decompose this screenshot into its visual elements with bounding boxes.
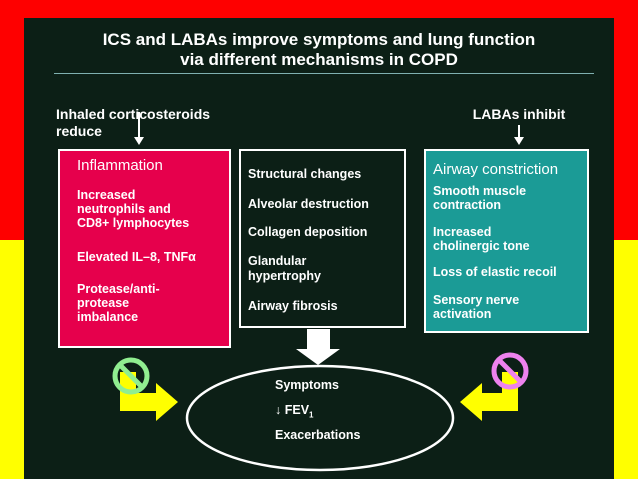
ics-header-line-1: Inhaled corticosteroids (56, 106, 211, 122)
item-line: cholinergic tone (433, 239, 530, 253)
airway-item-smooth-muscle: Smooth muscle contraction (433, 184, 526, 212)
fev-label: FEV (284, 403, 310, 417)
outcome-symptoms: Symptoms (275, 378, 339, 392)
item-line: Sensory nerve (433, 293, 520, 307)
labas-arrow-head (514, 137, 524, 145)
item-line: Smooth muscle (433, 184, 527, 198)
item-line: Protease/anti- (77, 282, 160, 296)
outcome-fev1: ↓ FEV1 (275, 403, 314, 423)
slide-title: ICS and LABAs improve symptoms and lung … (24, 30, 614, 70)
inflammation-item-cells: Increased neutrophils and CD8+ lymphocyt… (77, 188, 189, 230)
fev-subscript: 1 (309, 410, 314, 420)
item-line: imbalance (77, 310, 139, 324)
item-line: contraction (433, 198, 502, 212)
ics-arrow-head (134, 137, 144, 145)
airway-item-cholinergic: Increased cholinergic tone (433, 225, 530, 253)
item-line: hypertrophy (248, 269, 321, 283)
airway-item-sensory: Sensory nerve activation (433, 293, 519, 321)
structural-item-alveolar: Alveolar destruction (248, 197, 369, 212)
item-line: Elevated IL–8, TNFα (77, 250, 196, 264)
title-divider (54, 73, 594, 74)
item-line: Airway fibrosis (248, 299, 338, 313)
ics-header: Inhaled corticosteroids reduce (56, 106, 256, 140)
ics-arrow-shaft (138, 112, 140, 138)
ics-header-line-2: reduce (56, 123, 102, 139)
item-line: Collagen deposition (248, 225, 368, 239)
structural-item-fibrosis: Airway fibrosis (248, 299, 338, 314)
slide-panel: ICS and LABAs improve symptoms and lung … (24, 18, 614, 479)
structural-item-header: Structural changes (248, 167, 361, 182)
item-line: protease (77, 296, 130, 310)
labas-header: LABAs inhibit (472, 106, 566, 122)
down-arrow-icon (296, 329, 340, 365)
slide-title-line-1: ICS and LABAs improve symptoms and lung … (102, 30, 536, 49)
item-line: Alveolar destruction (248, 197, 369, 211)
item-line: neutrophils and (77, 202, 171, 216)
inflammation-title: Inflammation (77, 157, 163, 174)
left-yellow-arrow (120, 372, 178, 421)
right-yellow-arrow (460, 372, 518, 421)
airway-constriction-box: Airway constriction Smooth muscle contra… (424, 149, 589, 333)
inflammation-item-protease: Protease/anti- protease imbalance (77, 282, 160, 324)
diagram-shapes (112, 329, 529, 472)
down-arrow-glyph: ↓ (275, 403, 282, 417)
item-line: Increased (77, 188, 136, 202)
item-line: Loss of elastic recoil (433, 265, 557, 279)
labas-arrow-shaft (518, 125, 520, 138)
item-line: Glandular (248, 254, 307, 268)
slide-title-line-2: via different mechanisms in COPD (180, 50, 458, 69)
structural-item-collagen: Collagen deposition (248, 225, 367, 240)
no-sign-left-icon (112, 357, 150, 395)
item-line: CD8+ lymphocytes (77, 216, 190, 230)
inflammation-box: Inflammation Increased neutrophils and C… (58, 149, 231, 348)
structural-changes-box: Structural changes Alveolar destruction … (239, 149, 406, 328)
inflammation-item-il8: Elevated IL–8, TNFα (77, 250, 196, 264)
outcomes-oval (185, 364, 455, 472)
no-sign-right-icon (491, 352, 529, 390)
airway-title: Airway constriction (433, 161, 559, 178)
item-line: activation (433, 307, 492, 321)
outcome-exacerbations: Exacerbations (275, 428, 361, 442)
airway-item-elastic: Loss of elastic recoil (433, 265, 557, 279)
structural-item-glandular: Glandular hypertrophy (248, 254, 321, 284)
item-line: Structural changes (248, 167, 362, 181)
item-line: Increased (433, 225, 492, 239)
